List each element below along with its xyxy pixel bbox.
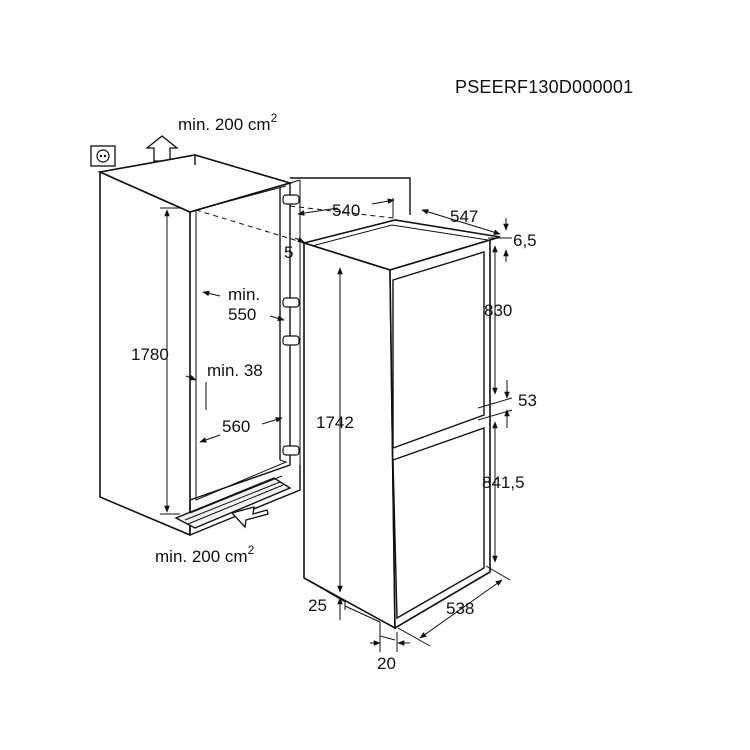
product-code: PSEERF130D000001 [455,77,633,97]
bottom-ventilation-label: min. 200 cm2 [155,543,255,566]
socket-icon [90,145,116,167]
bottom-offset-value: 20 [377,654,396,673]
side-gap-value: min. 38 [207,361,263,380]
top-gap-value: 6,5 [513,231,537,250]
door-gap-value: 53 [518,391,537,410]
bottom-ventilation-superscript: 2 [248,543,255,557]
niche-height-value: 1780 [131,345,169,364]
bottom-depth-value: 538 [446,599,474,618]
top-ventilation-superscript: 2 [271,111,278,125]
top-width-value: 540 [332,201,360,220]
niche-width-label: min. [228,285,260,304]
vent-arrow-up-icon [145,135,179,162]
niche-width-value: 550 [228,305,256,324]
appliance-height-value: 1742 [316,413,354,432]
top-ventilation-label: min. 200 cm2 [178,111,278,134]
appliance-depth-value: 547 [450,207,478,226]
top-offset-value: 5 [284,243,293,262]
upper-door-value: 830 [484,301,512,320]
plinth-value: 25 [308,596,327,615]
lower-door-value: 841,5 [482,473,525,492]
niche-depth-value: 560 [222,417,250,436]
vent-arrow-in-icon [230,506,269,529]
